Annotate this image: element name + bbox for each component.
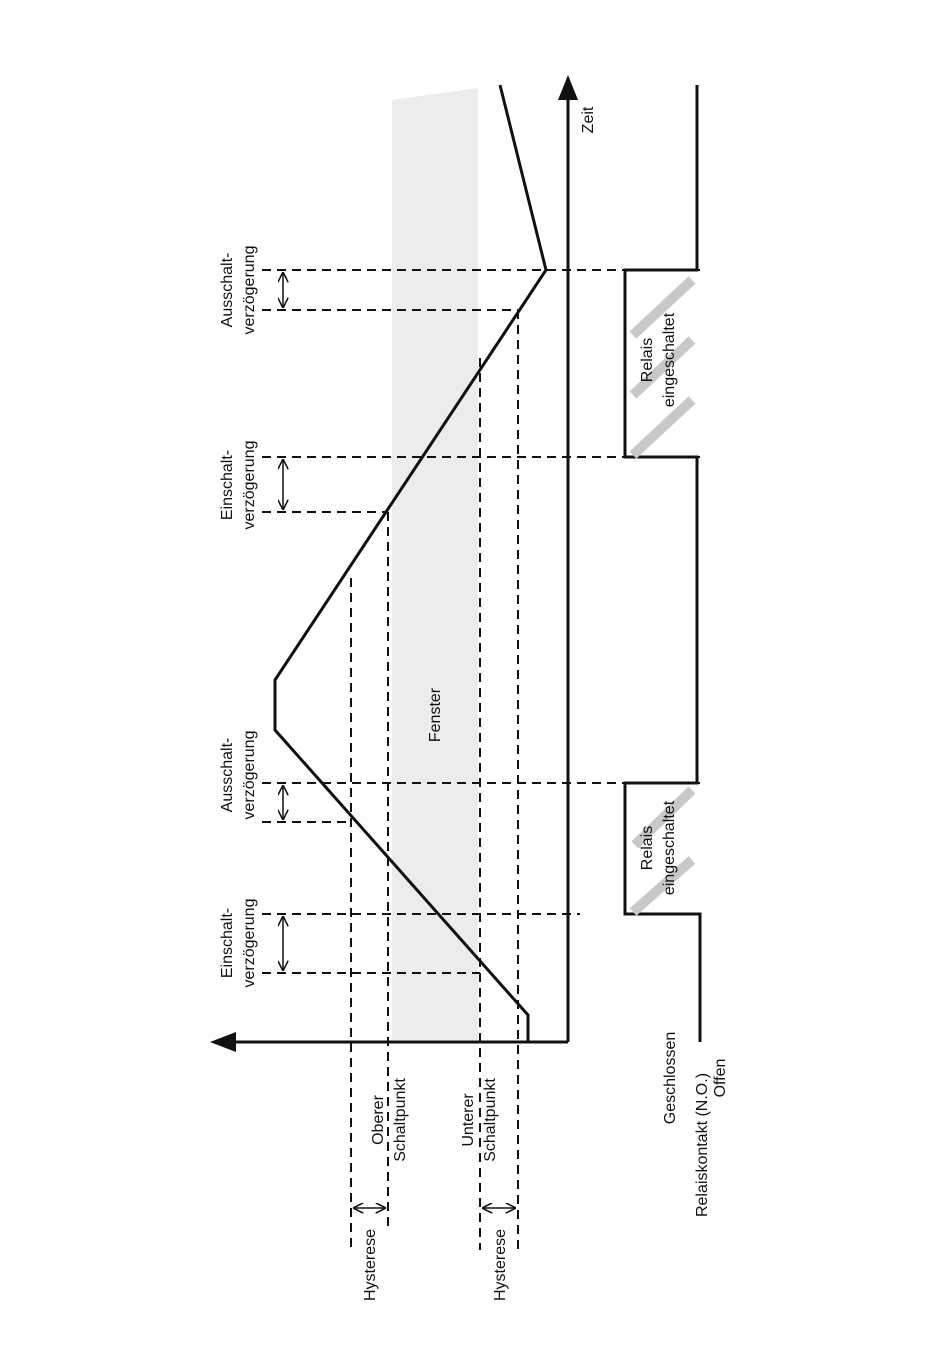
svg-text:verzögerung: verzögerung: [241, 441, 258, 530]
window-band: [392, 88, 478, 1040]
time-axis-arrowhead: [558, 75, 578, 100]
value-axis-arrowhead: [210, 1032, 236, 1052]
einschalt-1-label: Einschalt- verzögerung: [219, 899, 258, 988]
svg-text:Ausschalt-: Ausschalt-: [219, 253, 236, 328]
svg-text:verzögerung: verzögerung: [241, 899, 258, 988]
lower-switchpoint-label: Unterer Schaltpunkt: [460, 1078, 499, 1162]
svg-text:Schaltpunkt: Schaltpunkt: [392, 1078, 409, 1162]
svg-text:Einschalt-: Einschalt-: [219, 450, 236, 520]
lower-hysteresis-label: Hysterese: [492, 1229, 509, 1301]
relay-contact-waveform: [625, 85, 700, 1042]
ausschalt-2-label: Ausschalt- verzögerung: [219, 246, 258, 335]
ausschalt-1-label: Ausschalt- verzögerung: [219, 731, 258, 820]
svg-text:Unterer: Unterer: [460, 1093, 477, 1147]
svg-text:Relais: Relais: [639, 826, 656, 870]
window-label: Fenster: [427, 687, 444, 742]
svg-text:Ausschalt-: Ausschalt-: [219, 738, 236, 813]
svg-text:Einschalt-: Einschalt-: [219, 908, 236, 978]
svg-text:Relais: Relais: [639, 338, 656, 382]
relay-on-label-1: Relais eingeschaltet: [639, 800, 678, 895]
svg-text:Oberer: Oberer: [370, 1094, 387, 1144]
svg-text:eingeschaltet: eingeschaltet: [661, 312, 678, 407]
einschalt-2-label: Einschalt- verzögerung: [219, 441, 258, 530]
relay-closed-label: Geschlossen: [662, 1032, 679, 1125]
relay-contact-label: Relaiskontakt (N.O.): [694, 1073, 711, 1217]
upper-hysteresis-label: Hysterese: [362, 1229, 379, 1301]
svg-text:verzögerung: verzögerung: [241, 731, 258, 820]
upper-switchpoint-label: Oberer Schaltpunkt: [370, 1078, 409, 1162]
time-axis-label: Zeit: [580, 106, 597, 133]
svg-text:eingeschaltet: eingeschaltet: [661, 800, 678, 895]
svg-text:Schaltpunkt: Schaltpunkt: [482, 1078, 499, 1162]
relay-open-label: Offen: [712, 1059, 729, 1098]
svg-text:verzögerung: verzögerung: [241, 246, 258, 335]
